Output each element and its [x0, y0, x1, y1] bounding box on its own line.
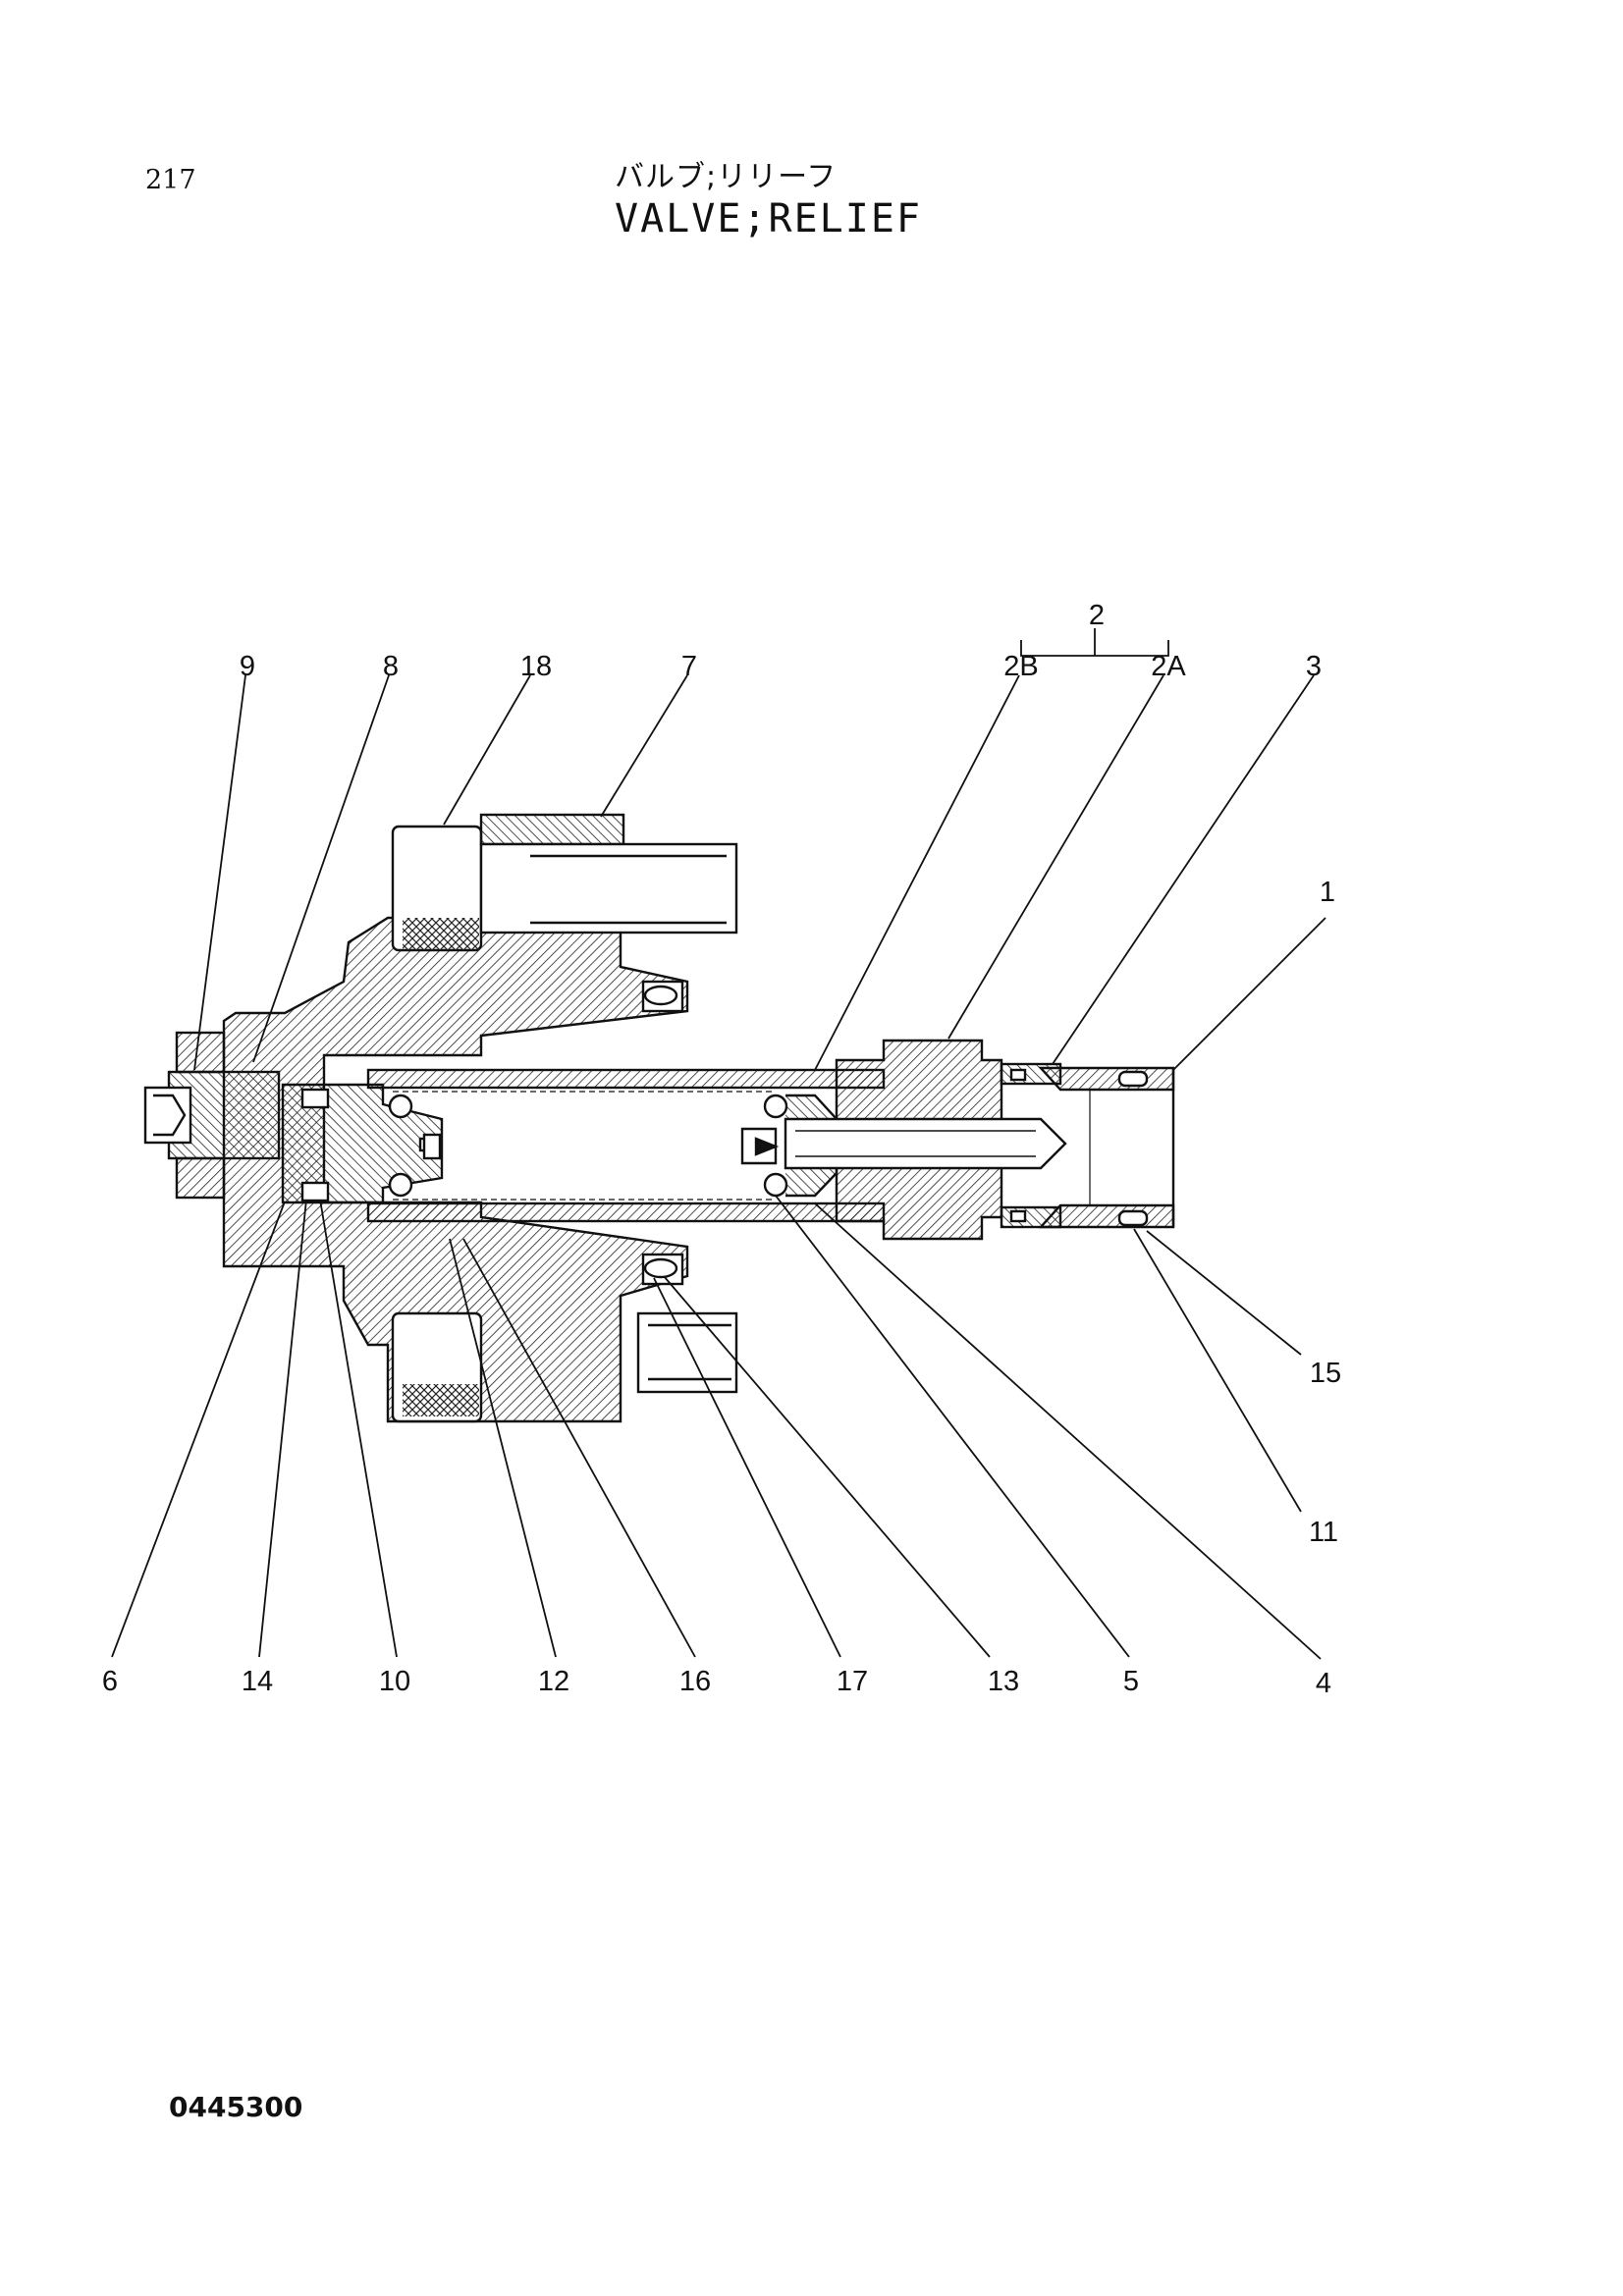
callout-15: 15: [1310, 1358, 1341, 1389]
outer-sleeve: [1038, 1066, 1175, 1229]
callout-5: 5: [1123, 1666, 1139, 1697]
title-japanese: バルブ;リリーフ: [615, 160, 838, 194]
callout-3: 3: [1306, 651, 1322, 682]
callout-16: 16: [679, 1666, 711, 1697]
seat-body: [784, 1039, 1067, 1241]
callout-4: 4: [1316, 1668, 1331, 1699]
piston: [281, 1083, 444, 1204]
callout-2: 2: [1089, 600, 1105, 631]
callout-14: 14: [242, 1666, 273, 1697]
callout-10: 10: [379, 1666, 410, 1697]
callout-7: 7: [681, 651, 697, 682]
callout-2B: 2B: [1003, 651, 1038, 682]
leader-lines: [111, 628, 1326, 1660]
sleeve: [366, 1068, 886, 1223]
title-english: VALVE;RELIEF: [615, 196, 922, 241]
page-number: 217: [145, 165, 196, 195]
callout-2A: 2A: [1151, 651, 1186, 682]
valve-assembly: [143, 813, 1175, 1423]
callout-18: 18: [520, 651, 552, 682]
callout-6: 6: [102, 1666, 118, 1697]
callout-13: 13: [988, 1666, 1019, 1697]
drawing-number: 0445300: [169, 2091, 303, 2123]
callout-11: 11: [1309, 1517, 1338, 1548]
callout-1: 1: [1320, 877, 1335, 908]
callout-labels: 9 8 18 7 2 2B 2A 3 1 15 11 6 14 10 12 16…: [102, 600, 1341, 1699]
valve-body: [222, 813, 738, 1423]
callout-17: 17: [837, 1666, 868, 1697]
callout-12: 12: [538, 1666, 569, 1697]
callout-8: 8: [383, 651, 399, 682]
callout-9: 9: [240, 651, 255, 682]
